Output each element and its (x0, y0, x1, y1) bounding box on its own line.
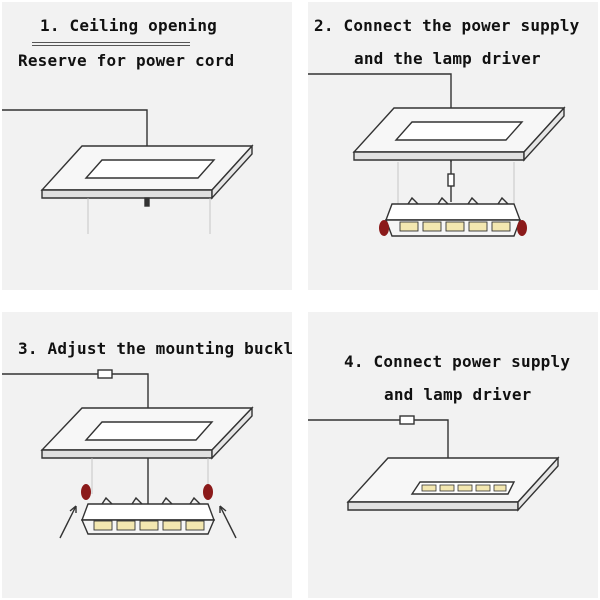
step-3-panel: 3. Adjust the mounting buckle (2, 312, 292, 598)
step-3-illustration (2, 369, 254, 539)
step-2-title: Connect the power supply (343, 16, 580, 35)
power-cord-line (2, 373, 149, 408)
lamp-body (80, 503, 216, 521)
connector (447, 173, 455, 187)
step-1-heading: 1. Ceiling opening (40, 16, 217, 35)
ceiling-opening (84, 421, 214, 441)
spring-clip-left (379, 220, 389, 236)
step-1-panel: 1. Ceiling opening Reserve for power cor… (2, 2, 292, 290)
step-1-title: Ceiling opening (69, 16, 218, 35)
lamp-led-chips (421, 484, 507, 492)
step-4-panel: 4. Connect power supply and lamp driver (308, 312, 598, 598)
step-2-subtitle: and the lamp driver (354, 49, 541, 68)
spring-clip-right (203, 484, 213, 500)
driver-connector (97, 369, 113, 379)
power-cord-line (308, 419, 449, 458)
step-1-underline-2 (32, 45, 190, 46)
step-1-subtitle: Reserve for power cord (18, 51, 235, 70)
arrow-right (219, 505, 237, 539)
lamp-led-chips (399, 221, 511, 232)
lamp-body (384, 203, 522, 221)
step-1-underline (32, 42, 190, 43)
lamp-led-chips (93, 520, 205, 531)
step-4-illustration (308, 415, 560, 512)
spring-clip-left (81, 484, 91, 500)
spring-clip-right (517, 220, 527, 236)
step-2-panel: 2. Connect the power supply and the lamp… (308, 2, 598, 290)
step-3-heading: 3. Adjust the mounting buckle (18, 339, 292, 358)
step-1-number: 1. (40, 16, 60, 35)
step-3-number: 3. (18, 339, 38, 358)
driver-connector (399, 415, 415, 425)
step-2-illustration (308, 73, 566, 237)
step-4-title: Connect power supply (373, 352, 571, 371)
step-2-heading: 2. Connect the power supply (314, 16, 580, 35)
step-4-number: 4. (344, 352, 364, 371)
arrow-left (59, 505, 77, 539)
step-4-subtitle: and lamp driver (384, 385, 532, 404)
ceiling-opening (84, 159, 216, 179)
step-4-heading: 4. Connect power supply (344, 352, 570, 371)
step-1-illustration (2, 109, 254, 234)
step-2-number: 2. (314, 16, 334, 35)
step-3-title: Adjust the mounting buckle (47, 339, 292, 358)
ceiling-opening (394, 121, 524, 141)
